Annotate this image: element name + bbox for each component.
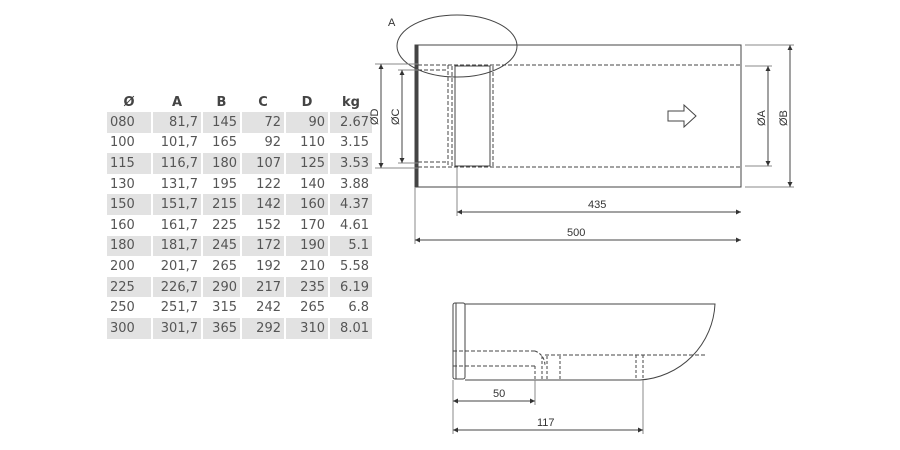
table-cell: 2.67: [330, 112, 372, 133]
table-cell: 217: [242, 276, 284, 298]
table-cell: 235: [286, 276, 328, 298]
table-cell: 131,7: [160, 176, 198, 192]
column-header: C: [258, 94, 268, 110]
detail-len2-label: 117: [537, 417, 555, 429]
table-cell: 300: [107, 317, 151, 339]
table-cell: 226,7: [153, 276, 201, 298]
table-cell: 365: [203, 317, 240, 339]
table-cell: 190: [286, 235, 328, 257]
length-total-label: 500: [567, 227, 585, 239]
table-cell: 292: [242, 317, 284, 339]
table-cell: 101,7: [160, 135, 198, 151]
table-cell: 160: [110, 217, 135, 233]
column-header: A: [171, 94, 183, 110]
table-cell: 310: [286, 317, 328, 339]
table-cell: 100: [110, 135, 135, 151]
table-row: 130 131,7 195 122 140 3.88: [107, 174, 372, 195]
dim-c-label: ØC: [390, 108, 402, 125]
table-cell: 161,7: [160, 217, 198, 233]
table-cell: 150: [107, 194, 151, 215]
length-inner-label: 435: [588, 199, 606, 211]
inner-sleeve: [454, 65, 491, 167]
table-cell: 215: [203, 194, 240, 215]
dim-b-label: ØB: [778, 110, 790, 126]
table-cell: 72: [242, 112, 284, 133]
table-row: 160 161,7 225 152 170 4.61: [107, 215, 372, 236]
table-cell: 242: [256, 300, 281, 316]
table-cell: 315: [212, 300, 237, 316]
table-cell: 200: [110, 258, 135, 274]
table-cell: 152: [256, 217, 281, 233]
table-cell: 250: [110, 300, 135, 316]
table-cell: 8.01: [330, 317, 372, 339]
table-cell: 81,7: [153, 112, 201, 133]
table-cell: 251,7: [160, 300, 198, 316]
table-cell: 180: [107, 235, 151, 257]
table-cell: 107: [242, 153, 284, 174]
table-cell: 225: [107, 276, 151, 298]
table-cell: 265: [300, 300, 325, 316]
table-cell: 170: [300, 217, 325, 233]
detail-len1-label: 50: [493, 388, 505, 400]
table-cell: 265: [212, 258, 237, 274]
table-cell: 142: [242, 194, 284, 215]
table-cell: 5.58: [340, 258, 369, 274]
table-cell: 116,7: [153, 153, 201, 174]
table-cell: 140: [300, 176, 325, 192]
table-cell: 3.88: [340, 176, 369, 192]
table-cell: 5.1: [330, 235, 372, 257]
table-cell: 225: [212, 217, 237, 233]
table-cell: 115: [107, 153, 151, 174]
table-cell: 201,7: [160, 258, 198, 274]
table-cell: 195: [212, 176, 237, 192]
table-cell: 145: [203, 112, 240, 133]
column-header: kg: [342, 94, 360, 110]
table-cell: 4.37: [330, 194, 372, 215]
table-cell: 4.61: [340, 217, 369, 233]
table-cell: 6.19: [330, 276, 372, 298]
table-cell: 192: [256, 258, 281, 274]
dim-a-label: ØA: [756, 109, 768, 126]
dim-d-label: ØD: [369, 108, 381, 125]
table-cell: 080: [107, 112, 151, 133]
table-cell: 210: [300, 258, 325, 274]
table-cell: 3.53: [330, 153, 372, 174]
table-cell: 301,7: [153, 317, 201, 339]
table-row: 100 101,7 165 92 110 3.15: [107, 133, 372, 154]
table-cell: 92: [264, 135, 281, 151]
table-row: 250 251,7 315 242 265 6.8: [107, 297, 372, 318]
table-cell: 122: [256, 176, 281, 192]
table-row: 200 201,7 265 192 210 5.58: [107, 256, 372, 277]
table-cell: 6.8: [348, 300, 369, 316]
column-header: D: [301, 94, 313, 110]
table-cell: 130: [110, 176, 135, 192]
table-cell: 90: [286, 112, 328, 133]
table-cell: 110: [300, 135, 325, 151]
table-cell: 245: [203, 235, 240, 257]
flange: [414, 44, 419, 188]
flow-arrow-icon: [667, 103, 697, 129]
table-cell: 151,7: [153, 194, 201, 215]
table-cell: 180: [203, 153, 240, 174]
detail-circle: [396, 14, 518, 78]
detail-outline: [465, 303, 716, 381]
detail-label: A: [388, 17, 396, 29]
column-header: Ø: [123, 94, 135, 110]
table-cell: 160: [286, 194, 328, 215]
table-cell: 125: [286, 153, 328, 174]
table-cell: 172: [242, 235, 284, 257]
table-cell: 181,7: [153, 235, 201, 257]
table-cell: 3.15: [340, 135, 369, 151]
column-header: B: [216, 94, 227, 110]
table-cell: 165: [212, 135, 237, 151]
table-cell: 290: [203, 276, 240, 298]
